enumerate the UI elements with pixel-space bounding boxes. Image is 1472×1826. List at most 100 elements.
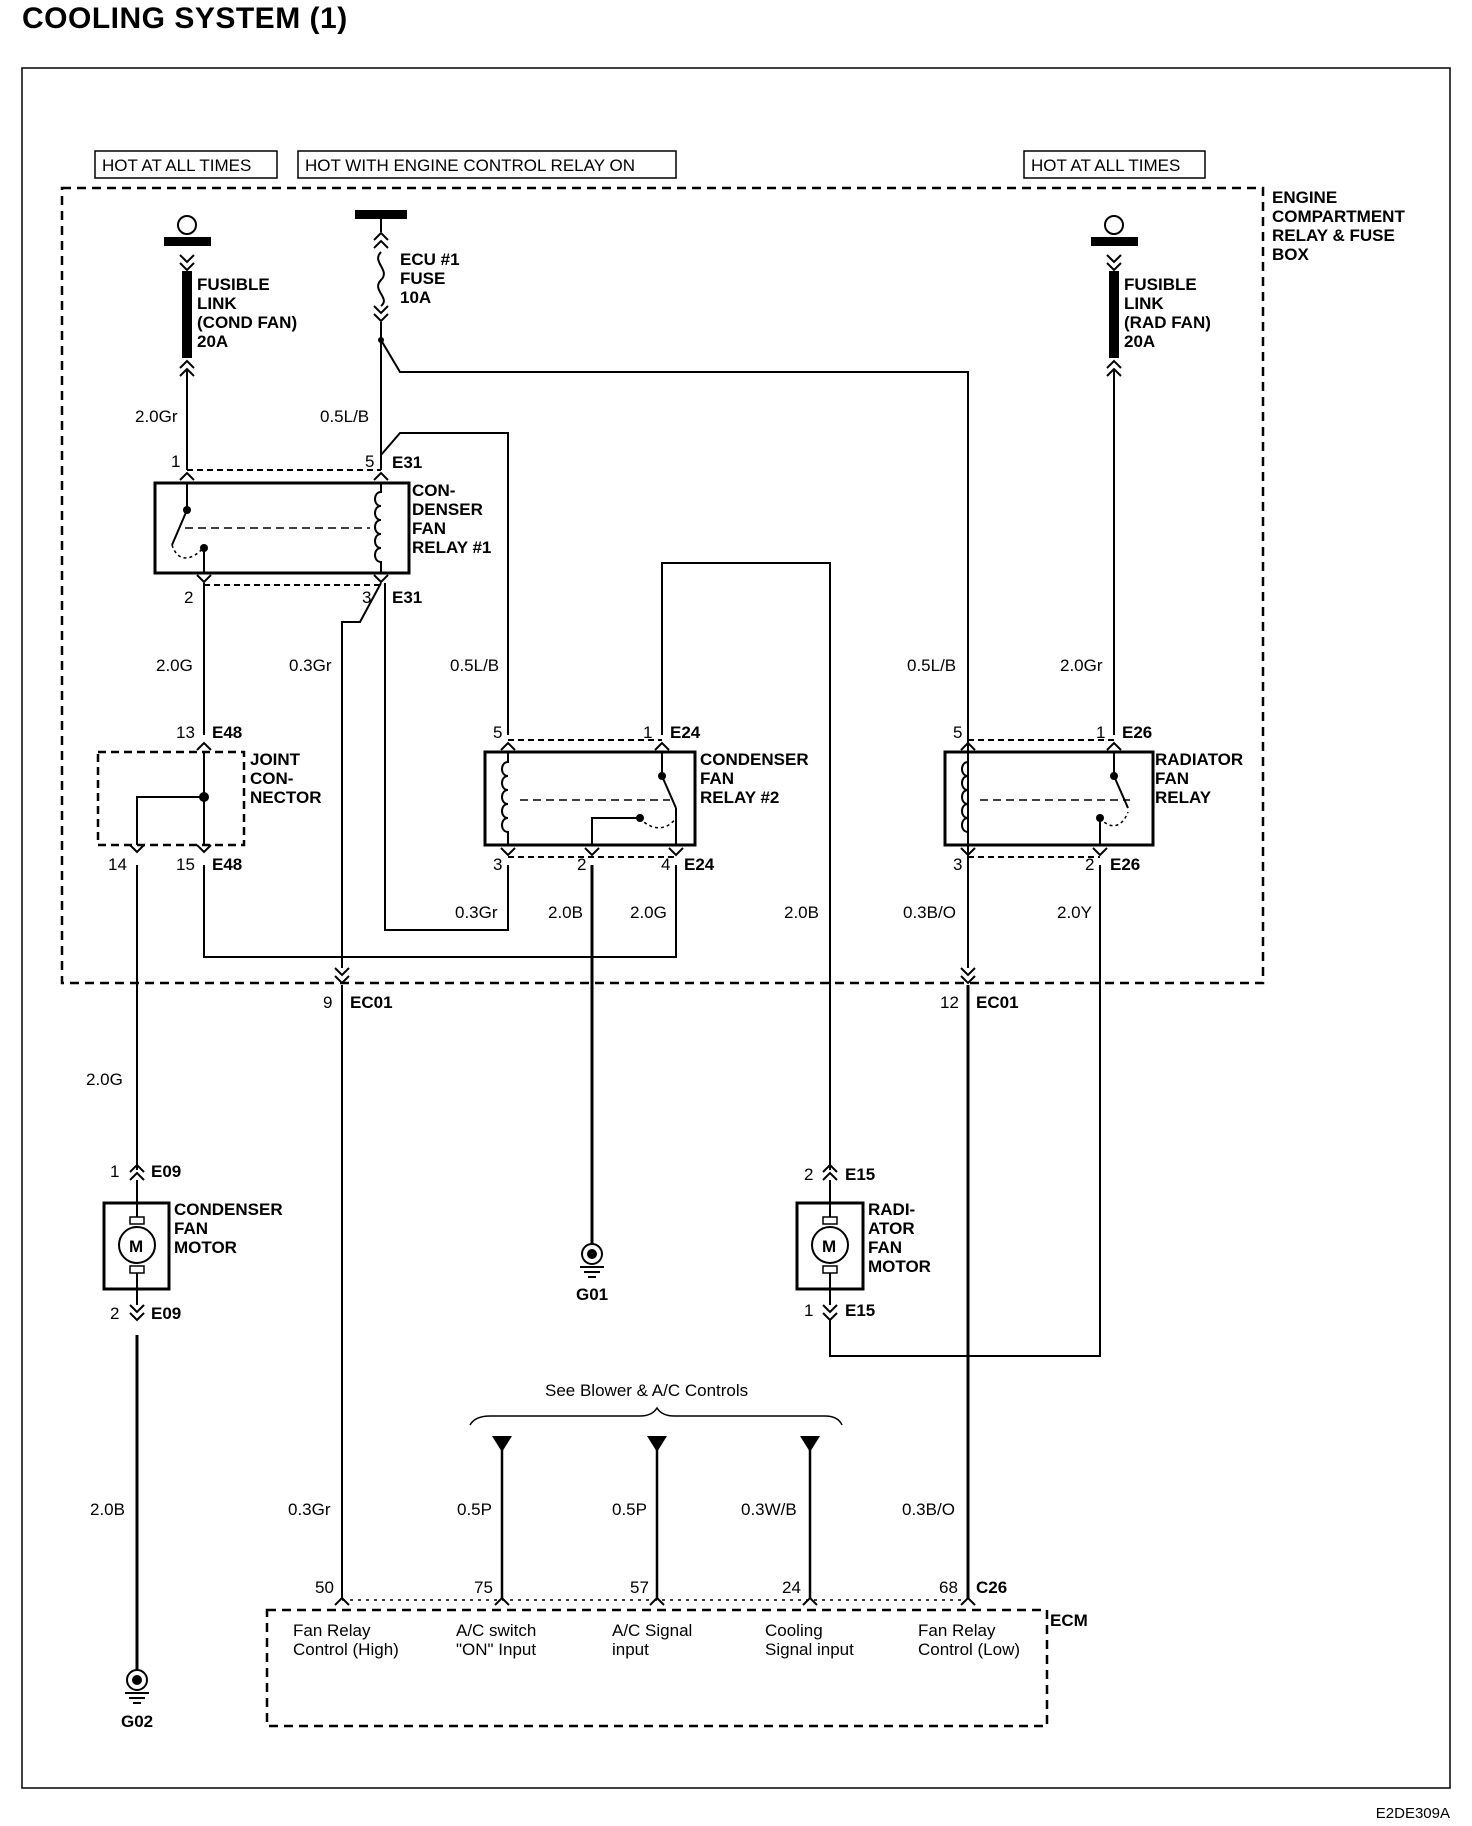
supply-box-right — [1023, 150, 1206, 179]
connector-id: E09 — [151, 1304, 181, 1323]
connector-id: E24 — [670, 723, 701, 742]
pin-number: 5 — [953, 723, 962, 742]
wire-label: 0.5L/B — [907, 656, 956, 675]
pin-number: 13 — [176, 723, 195, 742]
connector-id: E31 — [392, 588, 422, 607]
fuse-icon — [377, 251, 385, 307]
rad-motor-label: RADI- ATOR FAN MOTOR — [868, 1200, 931, 1276]
wire-label: 0.3Gr — [455, 903, 498, 922]
pin-number: 2 — [804, 1165, 813, 1184]
connector-id: E48 — [212, 855, 242, 874]
wire-label: 2.0B — [90, 1500, 125, 1519]
wire-label: 2.0G — [86, 1070, 123, 1089]
cond-relay-1-box — [153, 481, 411, 575]
ecm-box — [265, 1608, 1049, 1728]
connector-id: E15 — [845, 1301, 875, 1320]
relay-coil-icon-3 — [961, 752, 969, 845]
pin-number: 1 — [171, 452, 180, 471]
connector-id: E24 — [684, 855, 715, 874]
pin-number: 1 — [110, 1162, 119, 1181]
pin-number: 3 — [362, 588, 371, 607]
pin-number: 4 — [661, 855, 670, 874]
connector-id: E31 — [392, 453, 422, 472]
motor-icon — [118, 1226, 156, 1264]
relay-coil-icon — [374, 483, 382, 573]
joint-connector-label: JOINT CON- NECTOR — [250, 750, 321, 807]
wire-label: 0.5L/B — [320, 407, 369, 426]
motor-symbol-2: M — [822, 1237, 836, 1256]
cond-relay-1-label: CON- DENSER FAN RELAY #1 — [412, 481, 491, 557]
supply-box-middle — [297, 150, 677, 179]
ecm-input-ac-signal: A/C Signal input — [612, 1621, 697, 1659]
connector-id: E26 — [1110, 855, 1140, 874]
ecu-fuse-label: ECU #1 FUSE 10A — [400, 250, 464, 307]
ecm-input-fan-high: Fan Relay Control (High) — [293, 1621, 399, 1659]
wire-label: 0.3Gr — [289, 656, 332, 675]
pin-number: 2 — [577, 855, 586, 874]
pin-number: 75 — [474, 1578, 493, 1597]
drawing-code: E2DE309A — [1375, 1805, 1450, 1822]
supply-box-left — [94, 150, 278, 179]
pin-number: 3 — [953, 855, 962, 874]
connector-id: E26 — [1122, 723, 1152, 742]
connector-id: EC01 — [976, 993, 1019, 1012]
battery-terminal-icon — [177, 215, 197, 235]
pin-number: 68 — [939, 1578, 958, 1597]
diagram-frame — [21, 67, 1451, 1789]
ecm-input-fan-low: Fan Relay Control (Low) — [918, 1621, 1020, 1659]
see-ref-brace — [469, 1406, 843, 1426]
pin-number: 3 — [493, 855, 502, 874]
page-title: COOLING SYSTEM (1) — [22, 2, 348, 35]
motor-symbol: M — [129, 1237, 143, 1256]
wire-label: 2.0B — [548, 903, 583, 922]
pin-number: 15 — [176, 855, 195, 874]
rad-relay-label: RADIATOR FAN RELAY — [1155, 750, 1248, 807]
pin-number: 1 — [1096, 723, 1105, 742]
motor-icon-2 — [811, 1226, 849, 1264]
wire-label: 0.5P — [457, 1500, 492, 1519]
wire-label: 0.5L/B — [450, 656, 499, 675]
ground-icon-g02 — [126, 1669, 148, 1691]
connector-id: E15 — [845, 1165, 875, 1184]
pin-number: 50 — [315, 1578, 334, 1597]
pin-number: 5 — [365, 452, 374, 471]
pin-number: 14 — [108, 855, 127, 874]
fusible-link-rad-icon — [1109, 271, 1119, 358]
engine-compartment-box — [60, 186, 1265, 985]
wire-label: 2.0Gr — [135, 407, 178, 426]
connector-id: E09 — [151, 1162, 181, 1181]
cond-relay-2-box — [483, 750, 697, 847]
wire-label: 2.0Gr — [1060, 656, 1103, 675]
connector-id: EC01 — [350, 993, 393, 1012]
pin-number: 12 — [940, 993, 959, 1012]
engine-box-label: ENGINE COMPARTMENT RELAY & FUSE BOX — [1272, 188, 1410, 264]
wire-label: 2.0G — [156, 656, 193, 675]
pin-number: 9 — [323, 993, 332, 1012]
fusible-link-cond-icon — [182, 271, 192, 358]
battery-terminal-icon-2 — [1104, 215, 1124, 235]
supply-label-middle: HOT WITH ENGINE CONTROL RELAY ON — [305, 156, 635, 175]
wire-label: 0.5P — [612, 1500, 647, 1519]
supply-label-left: HOT AT ALL TIMES — [102, 156, 251, 175]
wire-label: 2.0B — [784, 903, 819, 922]
connector-id: C26 — [976, 1578, 1007, 1597]
pin-number: 57 — [630, 1578, 649, 1597]
wire-label: 2.0G — [630, 903, 667, 922]
ground-label-g01: G01 — [576, 1285, 608, 1304]
pin-number: 5 — [493, 723, 502, 742]
rad-relay-box — [943, 750, 1155, 847]
supply-label-right: HOT AT ALL TIMES — [1031, 156, 1180, 175]
see-ref-text: See Blower & A/C Controls — [545, 1381, 748, 1400]
cond-relay-2-label: CONDENSER FAN RELAY #2 — [700, 750, 813, 807]
fusible-link-rad-label: FUSIBLE LINK (RAD FAN) 20A — [1124, 275, 1216, 351]
wire-label: 0.3B/O — [903, 903, 956, 922]
pin-number: 2 — [1085, 855, 1094, 874]
joint-connector-box — [96, 750, 246, 847]
cond-motor-label: CONDENSER FAN MOTOR — [174, 1200, 287, 1257]
wire-label: 0.3Gr — [288, 1500, 331, 1519]
ecm-input-cooling: Cooling Signal input — [765, 1621, 854, 1659]
ecm-label: ECM — [1050, 1611, 1088, 1630]
wire-label: 0.3B/O — [902, 1500, 955, 1519]
ground-label-g02: G02 — [121, 1712, 153, 1731]
ecm-input-ac-switch: A/C switch "ON" Input — [456, 1621, 541, 1659]
